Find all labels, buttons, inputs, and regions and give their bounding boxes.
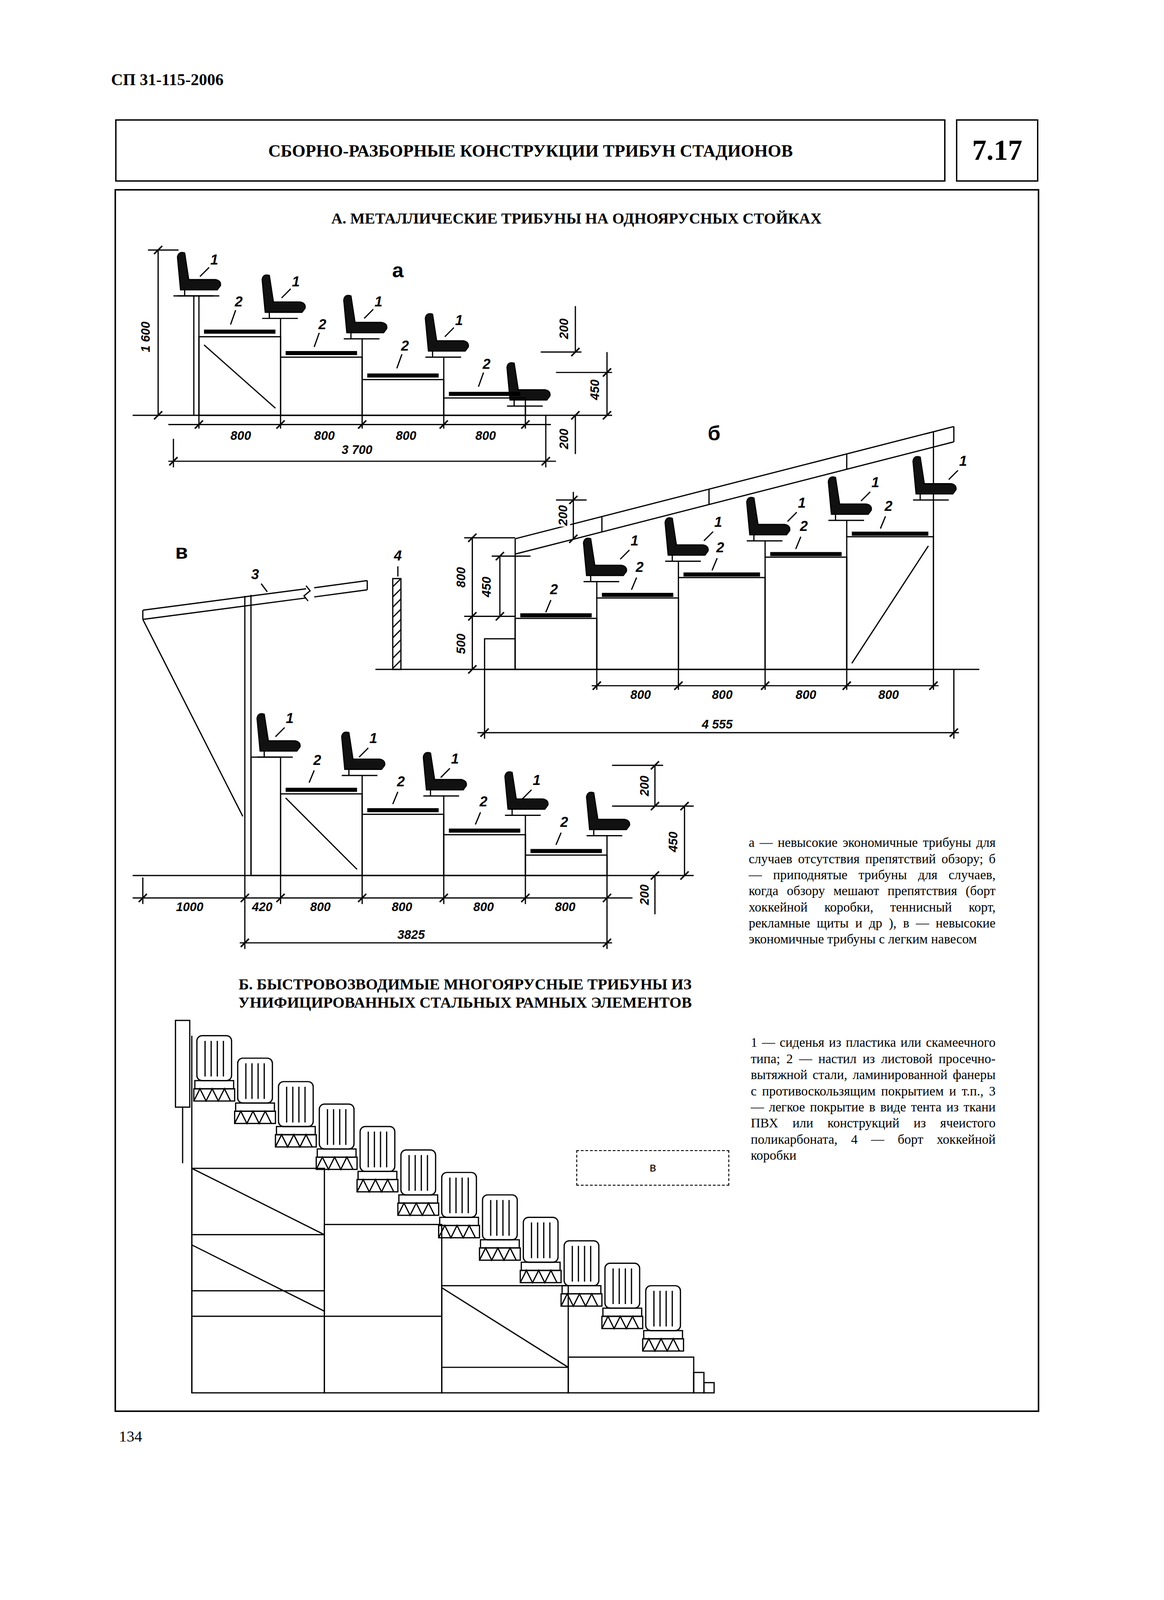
dimension-text: 800 — [229, 428, 252, 443]
dimension-text: 800 — [472, 899, 495, 915]
callout-number: 2 — [400, 337, 410, 355]
dimension-text: 1 600 — [138, 320, 153, 354]
box-text: в — [648, 1160, 658, 1175]
dimension-text: 500 — [453, 632, 468, 656]
callout-number: 2 — [634, 559, 645, 576]
dimension-text: 800 — [554, 899, 577, 915]
callout-number: 2 — [312, 752, 322, 769]
dimension-text: 200 — [637, 883, 652, 906]
dimension-text: 200 — [637, 774, 652, 797]
callout-number: 2 — [478, 793, 489, 810]
sheet-number-box: 7.17 — [955, 119, 1039, 182]
dimension-text: 3825 — [396, 927, 426, 942]
dimension-text: 800 — [309, 899, 332, 915]
callout-number: 1 — [958, 452, 968, 470]
dimension-text: 200 — [557, 427, 572, 450]
dimension-text: 800 — [877, 687, 900, 702]
dimension-text: 420 — [250, 899, 274, 915]
callout-number: 4 — [392, 547, 403, 565]
figure-caption: 1 — сиденья из пластика или скамеечного … — [749, 1034, 997, 1164]
stand-b — [375, 426, 980, 739]
dimension-text: 800 — [794, 687, 818, 702]
dimension-text: 800 — [474, 428, 497, 443]
callout-number: 2 — [548, 581, 559, 598]
page-number: 134 — [117, 1427, 143, 1445]
dimension-text: 800 — [313, 428, 336, 443]
callout-number: 2 — [317, 316, 328, 333]
dimension-text: 1000 — [175, 899, 205, 915]
callout-number: 1 — [373, 293, 384, 311]
dimension-text: 4 555 — [701, 717, 734, 732]
callout-number: 2 — [715, 539, 726, 556]
callout-number: 2 — [883, 498, 894, 515]
callout-number: 1 — [531, 772, 542, 789]
dimension-text: 800 — [629, 687, 652, 702]
section-heading: Б. БЫСТРОВОЗВОДИМЫЕ МНОГОЯРУСНЫЕ ТРИБУНЫ… — [188, 975, 742, 1011]
view-letter: в — [174, 539, 189, 564]
stand-a — [132, 245, 612, 468]
callout-number: 1 — [713, 513, 723, 531]
callout-number: 3 — [250, 566, 260, 583]
box-text: СБОРНО-РАЗБОРНЫЕ КОНСТРУКЦИИ ТРИБУН СТАД… — [268, 140, 793, 161]
callout-number: 2 — [798, 518, 809, 535]
callout-number: 2 — [396, 773, 406, 790]
dimension-text: 800 — [394, 428, 417, 443]
box-text: 7.17 — [971, 133, 1022, 168]
callout-number: 1 — [870, 474, 880, 491]
callout-number: 1 — [290, 273, 301, 290]
dimension-text: 450 — [666, 830, 681, 853]
callout-number: 1 — [797, 494, 807, 512]
dimension-text: 450 — [479, 575, 494, 598]
reference-box: в — [576, 1149, 730, 1186]
dimension-text: 200 — [557, 317, 572, 340]
callout-number: 2 — [233, 293, 244, 311]
title-box: СБОРНО-РАЗБОРНЫЕ КОНСТРУКЦИИ ТРИБУН СТАД… — [115, 119, 946, 182]
view-letter: б — [706, 421, 722, 446]
section-heading: А. МЕТАЛЛИЧЕСКИЕ ТРИБУНЫ НА ОДНОЯРУСНЫХ … — [330, 209, 823, 228]
callout-number: 2 — [559, 813, 570, 831]
dimension-text: 800 — [453, 566, 468, 589]
stand-c — [132, 580, 694, 949]
dimension-text: 3 700 — [340, 442, 374, 458]
stand-modular — [175, 1020, 714, 1393]
dimension-text: 450 — [587, 378, 602, 402]
dimension-text: 200 — [556, 503, 571, 527]
leader-lines — [199, 267, 958, 845]
callout-number: 1 — [209, 251, 219, 269]
callout-number: 1 — [629, 532, 640, 549]
callout-number: 1 — [368, 730, 379, 747]
callout-number: 2 — [481, 355, 492, 373]
callout-number: 1 — [454, 312, 464, 329]
callout-number: 1 — [450, 750, 460, 768]
callout-number: 1 — [284, 710, 295, 727]
view-letter: а — [391, 258, 405, 283]
dimension-text: 800 — [390, 899, 413, 915]
document-code: СП 31-115-2006 — [110, 70, 225, 90]
dimension-text: 800 — [711, 687, 734, 702]
sheet-frame — [115, 189, 1039, 1411]
figure-caption: а — невысокие экономичные трибуны для сл… — [747, 834, 997, 948]
